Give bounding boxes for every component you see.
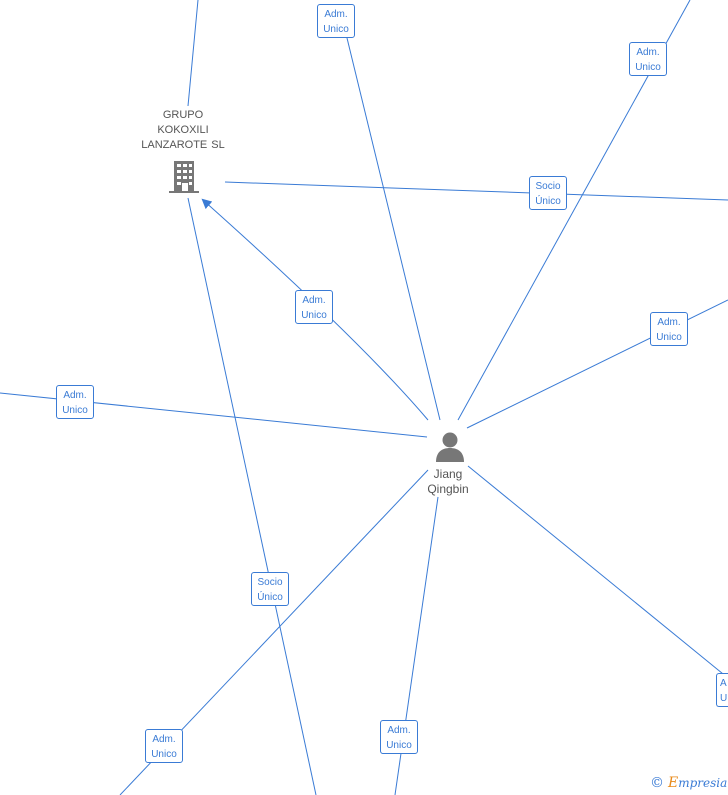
edge-label-line-2: Unico [323, 24, 349, 35]
edge-label-line-2: Unico [62, 405, 88, 416]
brand-initial: E [668, 775, 679, 791]
edge-label-adm-unico[interactable]: Adm. Unico [295, 290, 333, 324]
edge-label-adm-unico[interactable]: Adm. Unico [629, 42, 667, 76]
building-icon[interactable] [168, 160, 200, 194]
brand-name: mpresia [678, 776, 728, 790]
copyright-symbol: © [650, 775, 664, 791]
edge-line-person-to-company [201, 198, 429, 421]
edge-label-line-2: Unico [151, 749, 177, 760]
edge-label-line-1: Adm. [636, 47, 660, 58]
edge-label-line-1: Adm. [324, 9, 348, 20]
company-name-line-2: KOKOXILI [157, 124, 209, 136]
edge-label-adm-unico[interactable]: Adm. Unico [380, 720, 418, 754]
edge-label-line-2: U [720, 693, 728, 704]
edge-label-line-1: Adm. [63, 390, 87, 401]
person-icon[interactable] [434, 430, 466, 462]
edge-label-line-2: Unico [301, 310, 327, 321]
edge-label-line-1: A [720, 678, 727, 689]
company-name-line-3: LANZAROTE SL [141, 139, 225, 151]
edge-label-socio-unico[interactable]: Socio Único [251, 572, 289, 606]
edge-line-person-right [466, 299, 728, 429]
edge-label-line-2: Unico [386, 740, 412, 751]
edge-label-line-2: Único [535, 196, 561, 207]
edge-label-line-1: Adm. [152, 734, 176, 745]
person-name[interactable]: Jiang Qingbin [408, 467, 488, 497]
edge-line-company-bottom [187, 197, 317, 795]
edge-label-line-1: Socio [535, 181, 561, 192]
edge-label-adm-unico[interactable]: Adm. Unico [145, 729, 183, 763]
edge-label-line-2: Unico [635, 62, 661, 73]
edge-label-adm-unico[interactable]: Adm. Unico [317, 4, 355, 38]
edge-line-company-right [224, 181, 728, 201]
edge-line-person-bottom-right [467, 465, 728, 679]
company-name-line-1: GRUPO [162, 109, 204, 121]
empresia-watermark: ©Empresia [650, 775, 727, 791]
edge-label-adm-unico[interactable]: Adm. Unico [650, 312, 688, 346]
edge-label-partial[interactable]: A U [716, 673, 728, 707]
edge-line-person-top [346, 37, 441, 421]
edge-line-company-top [187, 0, 199, 107]
edge-label-line-1: Adm. [387, 725, 411, 736]
company-name[interactable]: GRUPO KOKOXILI LANZAROTE SL [128, 108, 238, 153]
edge-label-line-1: Adm. [657, 317, 681, 328]
edge-label-line-1: Adm. [302, 295, 326, 306]
edge-label-line-2: Unico [656, 332, 682, 343]
edge-label-line-1: Socio [257, 577, 283, 588]
edge-label-adm-unico[interactable]: Adm. Unico [56, 385, 94, 419]
edge-label-socio-unico[interactable]: Socio Único [529, 176, 567, 210]
person-name-line-2: Qingbin [427, 482, 469, 496]
person-name-line-1: Jiang [433, 467, 463, 481]
edge-label-line-2: Único [257, 592, 283, 603]
